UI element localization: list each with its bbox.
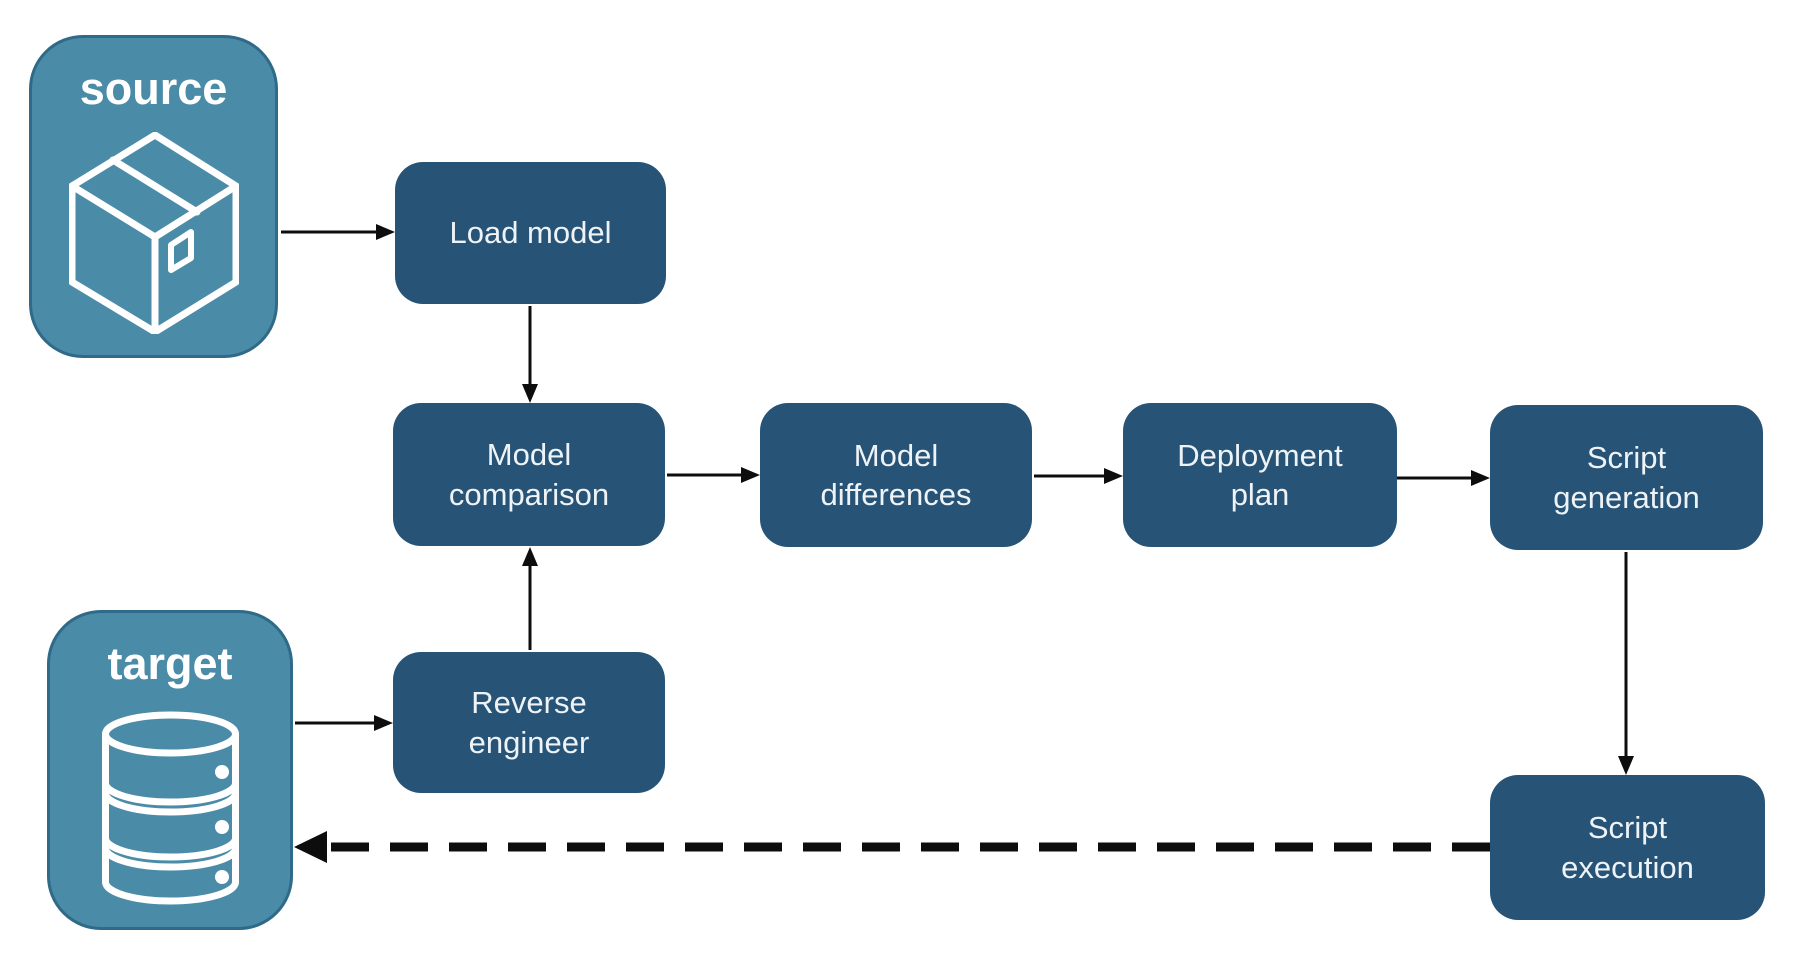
node-script-generation: Script generation	[1490, 405, 1763, 550]
node-script-generation-label: Script generation	[1553, 440, 1700, 515]
node-script-execution-label: Script execution	[1561, 810, 1694, 885]
source-icon-wrap	[32, 111, 275, 355]
node-model-comparison: Model comparison	[393, 403, 665, 546]
entity-source: source	[29, 35, 278, 358]
target-label: target	[107, 638, 233, 689]
node-model-differences-label: Model differences	[820, 437, 972, 512]
database-icon	[101, 711, 239, 905]
package-icon	[68, 132, 239, 334]
node-model-differences: Model differences	[760, 403, 1032, 547]
entity-target: target	[47, 610, 293, 930]
node-script-execution: Script execution	[1490, 775, 1765, 920]
node-load-model-label: Load model	[449, 215, 612, 251]
node-reverse-engineer: Reverse engineer	[393, 652, 665, 793]
node-reverse-engineer-label: Reverse engineer	[468, 685, 590, 760]
node-deployment-plan: Deployment plan	[1123, 403, 1397, 547]
target-icon-wrap	[50, 686, 290, 927]
source-label: source	[79, 63, 228, 114]
node-deployment-plan-label: Deployment plan	[1177, 437, 1343, 512]
node-model-comparison-label: Model comparison	[448, 437, 610, 512]
node-load-model: Load model	[395, 162, 666, 304]
